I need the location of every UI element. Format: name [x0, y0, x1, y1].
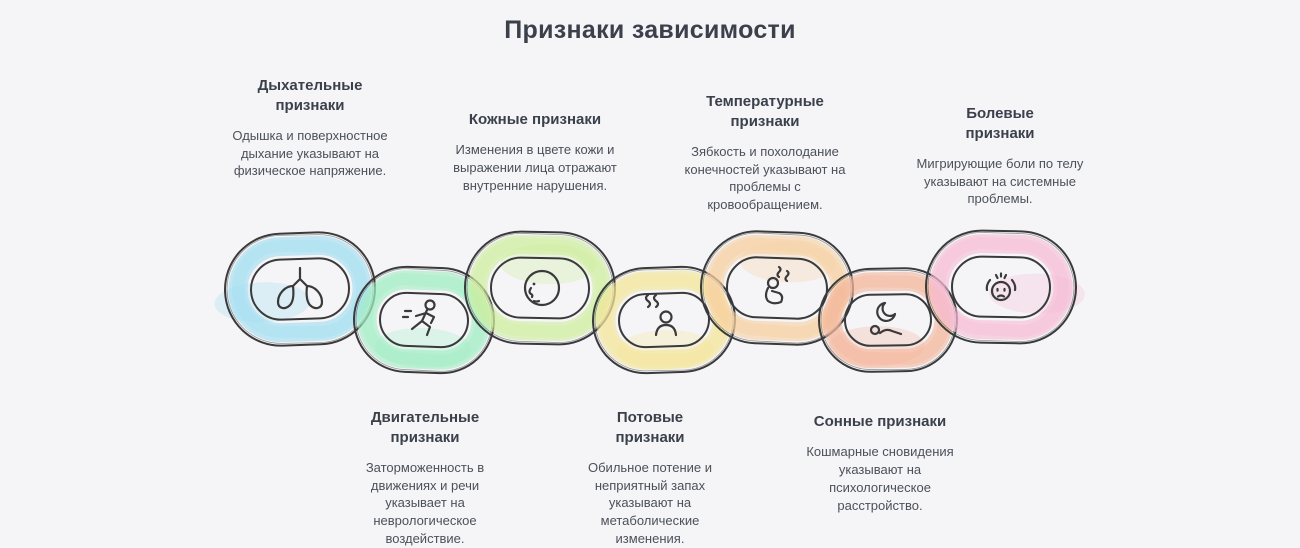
- chain-link-1: [214, 231, 376, 347]
- sweat-icon: [644, 293, 678, 337]
- chain-link-7: [925, 229, 1085, 345]
- chain-link-2: [353, 265, 495, 375]
- item-heading: Дыхательные признаки: [257, 77, 363, 114]
- face-profile-icon: [523, 269, 561, 307]
- bottom-item-movement: Двигательные признаки Заторможенность в …: [320, 408, 530, 548]
- item-description: Одышка и поверхностное дыхание указывают…: [232, 127, 388, 179]
- item-heading: Болевые признаки: [965, 105, 1035, 142]
- top-item-skin: Кожные признаки Изменения в цвете кожи и…: [430, 110, 640, 195]
- item-description: Изменения в цвете кожи и выражении лица …: [453, 141, 617, 193]
- item-heading: Сонные признаки: [813, 413, 947, 430]
- item-heading: Двигательные признаки: [370, 409, 480, 446]
- item-heading: Кожные признаки: [468, 111, 602, 128]
- bottom-item-sweat: Потовые признаки Обильное потение и непр…: [545, 408, 755, 548]
- bottom-item-sleep: Сонные признаки Кошмарные сновидения ука…: [775, 412, 985, 515]
- running-person-icon: [401, 299, 436, 337]
- item-description: Зябкость и похолодание конечностей указы…: [684, 143, 846, 213]
- top-item-breathing: Дыхательные признаки Одышка и поверхност…: [205, 76, 415, 180]
- page-title: Признаки зависимости: [504, 16, 796, 44]
- item-description: Обильное потение и неприятный запах указ…: [588, 459, 712, 547]
- top-item-pain: Болевые признаки Мигрирующие боли по тел…: [895, 104, 1105, 208]
- lungs-icon: [276, 266, 324, 310]
- item-heading: Температурные признаки: [706, 93, 824, 130]
- chain-link-4: [592, 265, 736, 375]
- item-description: Мигрирующие боли по телу указывают на си…: [916, 155, 1084, 207]
- heat-icon: [764, 265, 790, 305]
- item-heading: Потовые признаки: [615, 409, 685, 446]
- pain-icon: [985, 272, 1017, 302]
- item-description: Кошмарные сновидения указывают на психол…: [806, 443, 954, 513]
- sleep-icon: [869, 301, 903, 336]
- item-description: Заторможенность в движениях и речи указы…: [365, 459, 485, 547]
- top-item-temperature: Температурные признаки Зябкость и похоло…: [655, 92, 875, 214]
